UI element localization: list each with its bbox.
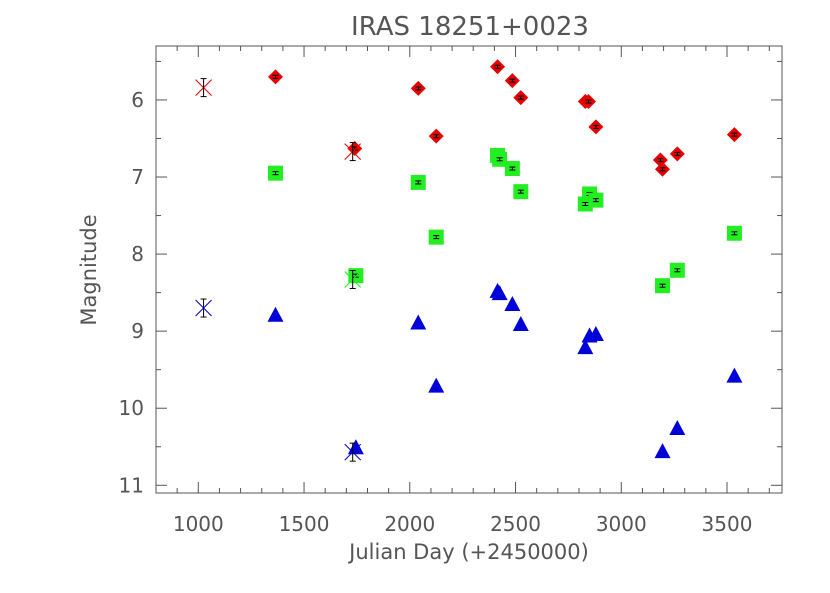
x-axis-label: Julian Day (+2450000): [347, 540, 589, 564]
y-tick-label: 8: [131, 242, 144, 266]
blue-triangle-point: [726, 367, 743, 383]
plot-area: [195, 59, 743, 462]
y-tick-label: 11: [119, 473, 144, 497]
plot-frame: [155, 45, 783, 494]
x-tick-label: 1000: [173, 512, 224, 536]
x-tick-label: 2000: [384, 512, 435, 536]
y-tick-label: 6: [131, 88, 144, 112]
blue-triangle-point: [491, 285, 508, 301]
blue-triangle-point: [587, 326, 604, 342]
x-tick-label: 3500: [702, 512, 753, 536]
y-axis-label: Magnitude: [77, 214, 101, 325]
blue-triangle-point: [512, 315, 529, 331]
y-tick-label: 10: [119, 396, 144, 420]
blue-triangle-point: [654, 443, 671, 459]
x-tick-label: 2500: [490, 512, 541, 536]
y-tick-label: 9: [131, 319, 144, 343]
blue-triangle-point: [267, 306, 284, 322]
blue-triangle-point: [669, 420, 686, 436]
blue-triangle-point: [577, 339, 594, 355]
blue-triangle-point: [428, 377, 445, 393]
chart-title: IRAS 18251+0023: [351, 12, 589, 42]
blue-triangle-point: [410, 314, 427, 330]
blue-triangle-point: [504, 295, 521, 311]
blue-triangle-point: [347, 439, 364, 455]
x-tick-label: 1500: [279, 512, 330, 536]
x-tick-label: 3000: [596, 512, 647, 536]
y-tick-label: 7: [131, 165, 144, 189]
axis-ticks: 1000 1500 2000 2500 3000 3500 6 7 8 9 10 11: [119, 46, 782, 536]
